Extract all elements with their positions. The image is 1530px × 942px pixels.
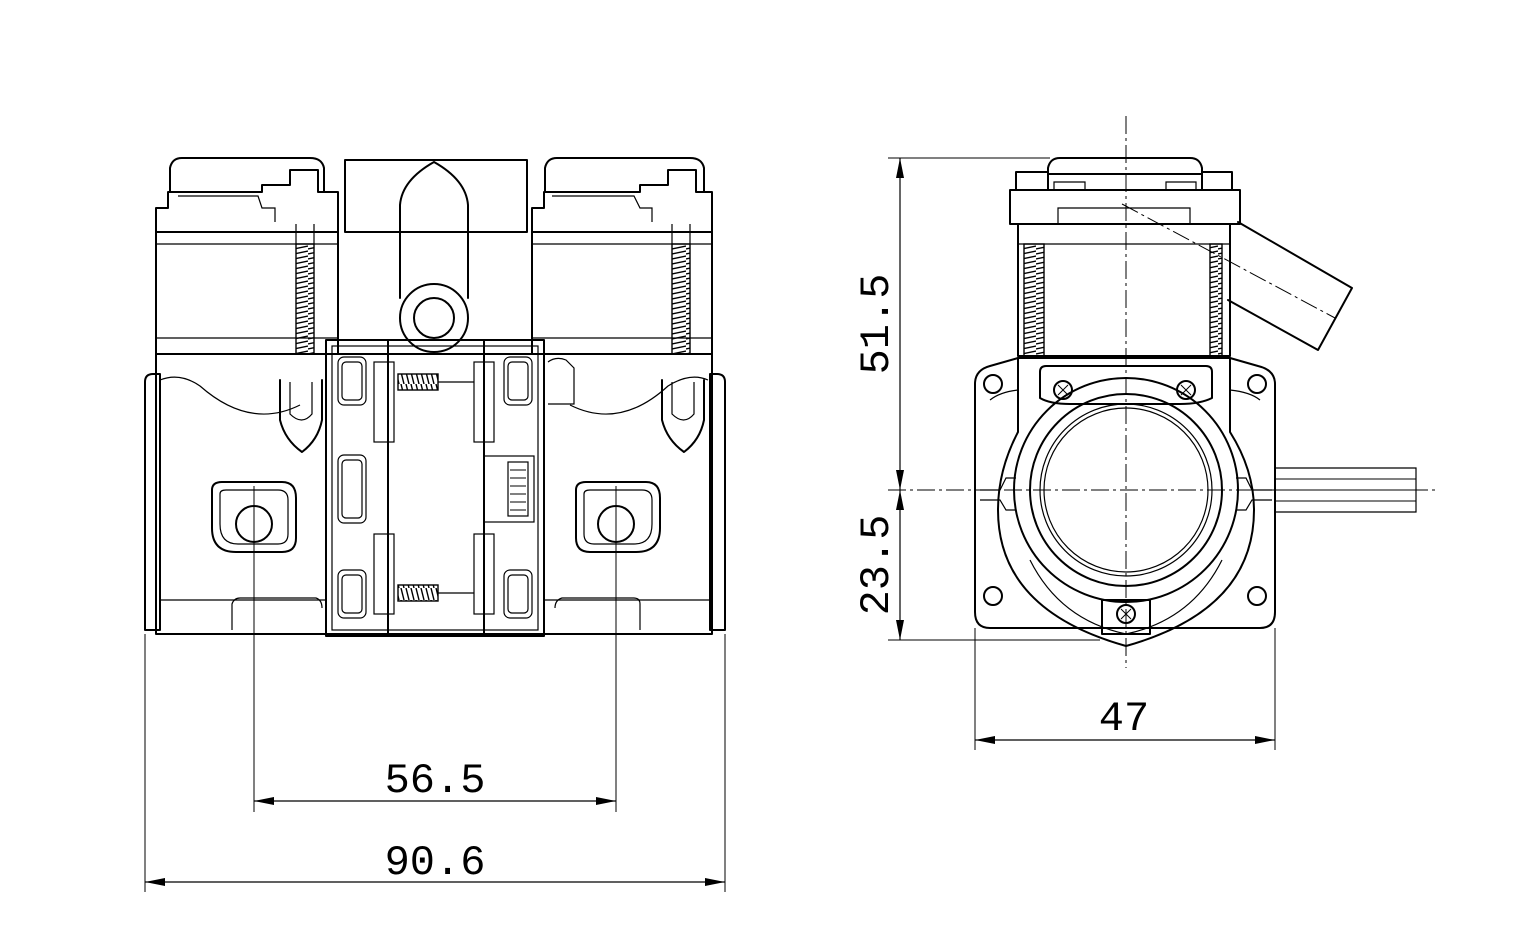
front-left-cap — [155, 157, 339, 233]
dim-label-side-width: 47 — [1099, 695, 1149, 743]
front-right-cap — [531, 157, 713, 233]
dim-label-overall-width: 90.6 — [385, 839, 486, 887]
dim-label-upper-height: 51.5 — [853, 274, 901, 375]
front-center-outlet — [344, 159, 528, 353]
dim-label-hole-spacing: 56.5 — [385, 757, 486, 805]
front-view: 56.5 90.6 — [144, 157, 726, 892]
side-view: 51.5 23.5 47 — [853, 116, 1438, 750]
dim-label-lower-height: 23.5 — [853, 515, 901, 616]
side-coil — [1017, 223, 1231, 357]
side-housing — [974, 357, 1417, 647]
front-coils — [155, 224, 713, 355]
side-cap — [1009, 157, 1241, 225]
front-center-bracket — [325, 339, 575, 637]
side-nozzle — [1121, 203, 1353, 351]
